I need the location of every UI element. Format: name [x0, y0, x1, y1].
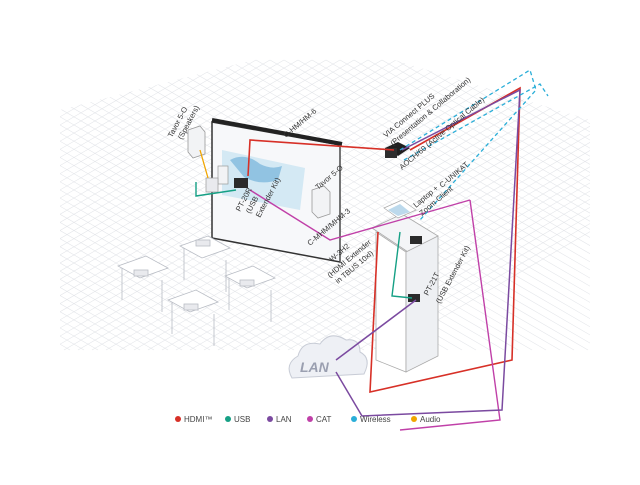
legend-swatch-3 — [307, 416, 313, 422]
lan-cloud: LAN — [288, 335, 368, 379]
audio-cables — [199, 149, 209, 179]
lectern-podium — [371, 199, 439, 373]
legend-swatch-0 — [175, 416, 181, 422]
legend-label-5: Audio — [420, 415, 441, 424]
legend-label-0: HDMI™ — [184, 415, 212, 424]
usb-cables — [195, 182, 413, 299]
pt20r-device — [205, 177, 248, 193]
wireless-links — [399, 69, 549, 221]
tavor-speakers-left-device — [187, 125, 229, 185]
tavor-speaker-right-device — [311, 185, 331, 219]
legend-swatch-2 — [267, 416, 273, 422]
legend-label-4: Wireless — [360, 415, 391, 424]
student-desks — [117, 235, 276, 346]
legend-swatch-5 — [411, 416, 417, 422]
legend-label-1: USB — [234, 415, 250, 424]
legend-swatch-1 — [225, 416, 231, 422]
via-connect-device — [385, 142, 410, 158]
legend-swatch-4 — [351, 416, 357, 422]
lan-cables — [335, 88, 521, 417]
lan-cloud-label: LAN — [300, 359, 330, 375]
legend: HDMI™ USB LAN CAT Wireless Audio — [175, 415, 441, 424]
cat-cables — [249, 189, 501, 431]
legend-label-3: CAT — [316, 415, 332, 424]
legend-label-2: LAN — [276, 415, 292, 424]
